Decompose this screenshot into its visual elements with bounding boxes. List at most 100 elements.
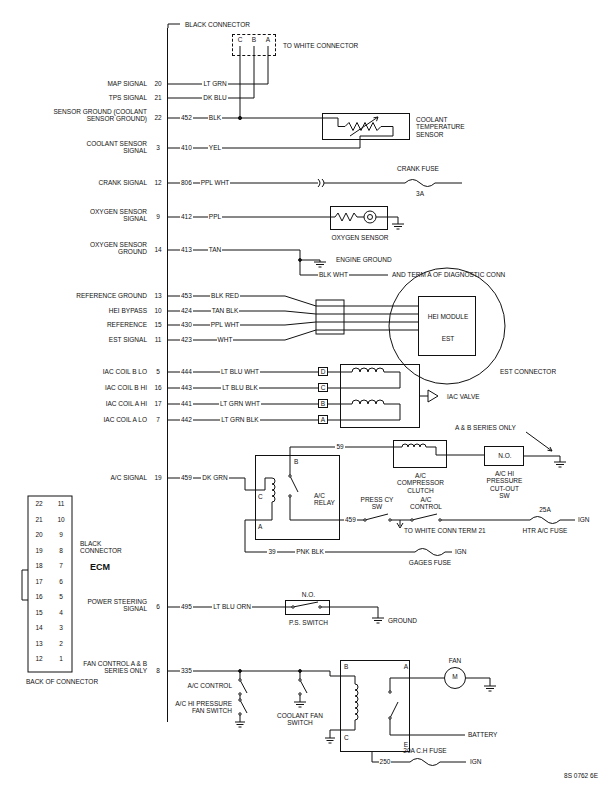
callout-label: 21 xyxy=(154,94,161,101)
callout-label: B xyxy=(294,458,298,465)
ground-symbol xyxy=(325,738,335,743)
pin-number: 5 xyxy=(59,593,63,600)
wire-label: 423 xyxy=(180,336,193,343)
wire-label: BLK WHT xyxy=(318,271,349,278)
callout-label: 10 xyxy=(154,307,161,314)
ps-switch: N.O.P.S. SWITCH xyxy=(285,600,330,615)
wire-color: LT BLU BLK xyxy=(221,384,259,391)
callout-label: IAC COIL A HI xyxy=(106,400,147,407)
wire xyxy=(168,322,418,325)
wire xyxy=(168,330,418,340)
wire-label: 459 xyxy=(180,474,193,481)
wire-label: 424 xyxy=(180,307,193,314)
wire-label: PNK BLK xyxy=(295,548,324,555)
fan-relay-contact xyxy=(389,678,410,735)
wire-label: 444 xyxy=(180,368,193,375)
thermistor-symbol xyxy=(322,118,393,140)
wire-label: 452 xyxy=(180,114,193,121)
pin-number: 3 xyxy=(59,624,63,631)
callout-label: SENSOR GROUND (COOLANT SENSOR GROUND) xyxy=(47,108,147,123)
fan-relay-coil xyxy=(330,676,358,738)
ac-control-wire xyxy=(340,514,575,528)
callout-label: 8S 0762 6E xyxy=(564,772,598,779)
component-label: N.O. xyxy=(302,591,315,598)
fuse-symbol xyxy=(405,180,435,187)
fan-switch xyxy=(239,693,241,695)
motor-circle xyxy=(445,668,466,689)
relay-contact xyxy=(289,495,291,497)
thermistor-symbol xyxy=(322,117,393,140)
callout-label: EST SIGNAL xyxy=(109,336,147,343)
splice-wire xyxy=(240,56,241,118)
pin-number: 21 xyxy=(35,516,42,523)
component-label: N.O. xyxy=(498,452,511,459)
pin-number: 7 xyxy=(59,562,63,569)
wire-color: DK BLU xyxy=(202,94,227,101)
fan-relay-coil xyxy=(330,676,358,738)
wire-label: 806 xyxy=(180,179,193,186)
wire xyxy=(168,56,254,98)
wire-label: 442 xyxy=(180,416,193,423)
iac-coil xyxy=(340,368,438,420)
callout-label: BATTERY xyxy=(468,731,497,738)
connector-pin xyxy=(240,46,268,56)
callout-label: COOLANT SENSOR SIGNAL xyxy=(77,140,147,155)
ac-control-wire xyxy=(364,519,366,521)
pressure-switch: N.O.A/C HI PRESSURE CUT-OUT SW xyxy=(484,446,524,466)
wire-label: 443 xyxy=(180,384,193,391)
component-label: EST xyxy=(442,335,455,342)
fuse-symbol xyxy=(530,517,560,524)
wire-label: PPL WHT xyxy=(200,179,231,186)
callout-label: BLACK CONNECTOR xyxy=(185,21,250,28)
wire-color: LT BLU ORN xyxy=(212,603,252,610)
switch-ground-wire xyxy=(524,456,560,462)
fuse-symbol xyxy=(405,180,435,187)
wire-color: PPL xyxy=(208,213,222,220)
magnifier-circle xyxy=(389,268,505,384)
callout-label: A xyxy=(266,36,270,43)
wire xyxy=(168,671,340,676)
callout-label: 8 xyxy=(156,667,160,674)
iac-valve: IAC VALVE xyxy=(340,364,420,428)
pin-number: 2 xyxy=(59,640,63,647)
ground-symbol xyxy=(314,262,326,267)
relay-coil xyxy=(255,478,275,520)
wire-color: 59 xyxy=(335,443,344,450)
relay-coil xyxy=(255,478,275,520)
ecm-top-tick xyxy=(168,24,180,28)
callout-label: IGN xyxy=(470,758,482,765)
iac-coil xyxy=(340,368,400,420)
hei-connector xyxy=(316,300,344,334)
component-label: HEI MODULE xyxy=(428,313,468,320)
fan-switch xyxy=(299,679,301,681)
callout-label: BACK OF CONNECTOR xyxy=(26,678,98,685)
callout-label: IGN xyxy=(578,516,590,523)
pin-number: 20 xyxy=(35,531,42,538)
fan-motor: FANM xyxy=(444,667,466,689)
oxygen-sensor-symbol xyxy=(368,215,373,220)
component-label: IAC VALVE xyxy=(447,393,480,400)
switch-ground-wire xyxy=(524,456,560,462)
ps-switch-contact xyxy=(292,606,294,608)
ac-control-wire xyxy=(389,519,391,521)
callout-label: HTR A/C FUSE xyxy=(523,527,568,534)
callout-label: REFERENCE GROUND xyxy=(76,292,147,299)
callout-label: GAGES FUSE xyxy=(409,559,451,566)
fan-relay: BACE xyxy=(340,660,410,752)
wire-color: WHT xyxy=(217,336,234,343)
pin-number: 12 xyxy=(35,655,42,662)
ps-switch-contact xyxy=(285,602,330,608)
iac-coil xyxy=(420,390,438,402)
hei-connector xyxy=(316,300,344,334)
ground-symbol xyxy=(372,618,384,623)
callout-label: CRANK SIGNAL xyxy=(99,179,147,186)
callout-label: AND TERM A OF DIAGNOSTIC CONN xyxy=(392,271,505,278)
fuse-symbol xyxy=(415,549,445,556)
pin-number: 14 xyxy=(35,624,42,631)
callout-label: GROUND xyxy=(388,617,417,624)
pin-number: 18 xyxy=(35,562,42,569)
wire-label: 410 xyxy=(180,144,193,151)
callout-label: 6 xyxy=(156,603,160,610)
crank-wire xyxy=(168,179,462,187)
